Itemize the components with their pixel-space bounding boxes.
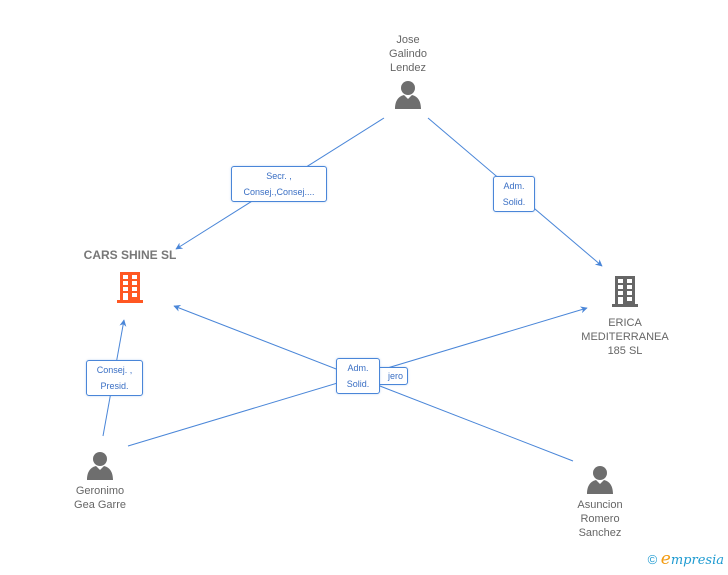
label-line: Adm. [503, 181, 525, 191]
edge-label-jose-cars-shine[interactable]: Secr. , Consej.,Consej.... [231, 166, 327, 202]
person-icon [587, 466, 613, 494]
node-name: ERICA MEDITERRANEA 185 SL [581, 317, 669, 357]
building-icon [612, 276, 638, 307]
label-line: jero [387, 371, 403, 381]
label-line: Consej.,Consej.... [243, 187, 315, 197]
edge-label-jose-erica[interactable]: Adm. Solid. [493, 176, 535, 212]
node-jose-galindo-lendez[interactable]: Jose Galindo Lendez [358, 33, 458, 111]
node-name: CARS SHINE SL [83, 248, 177, 262]
node-cars-shine-sl[interactable]: CARS SHINE SL [70, 248, 190, 304]
copyright-icon: © [647, 552, 658, 567]
node-asuncion-romero-sanchez[interactable]: Asuncion Romero Sanchez [550, 464, 650, 540]
label-line: Solid. [346, 379, 370, 389]
node-name: Asuncion Romero Sanchez [577, 499, 623, 539]
node-geronimo-gea-garre[interactable]: Geronimo Gea Garre [50, 450, 150, 512]
brand-logo-initial: e [660, 549, 671, 569]
node-name: Geronimo Gea Garre [74, 485, 126, 511]
person-icon [87, 452, 113, 480]
building-icon [117, 272, 143, 303]
label-line: Secr. , [266, 171, 292, 181]
person-icon [395, 81, 421, 109]
footer-branding: © empresia [648, 549, 724, 569]
label-line: Solid. [502, 197, 526, 207]
node-erica-mediterranea-185-sl[interactable]: ERICA MEDITERRANEA 185 SL [570, 274, 680, 358]
brand-logo-text: mpresia [670, 553, 724, 568]
node-name: Jose Galindo Lendez [389, 34, 427, 74]
label-line: Adm. [347, 363, 369, 373]
label-line: Consej. , [96, 365, 133, 375]
edge-label-geronimo-cars-shine[interactable]: Consej. , Presid. [86, 360, 143, 396]
label-line: Presid. [100, 381, 129, 391]
edge-label-geronimo-erica[interactable]: Adm. Solid. [336, 358, 380, 394]
